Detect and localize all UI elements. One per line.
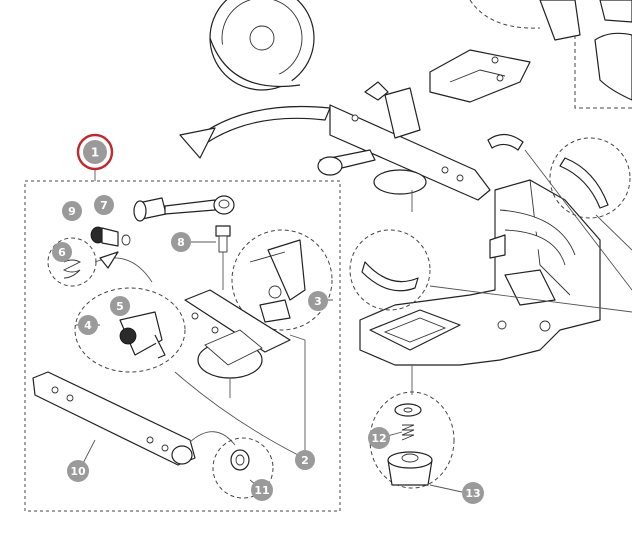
part-3-bracket [231, 229, 333, 331]
scale-detail [549, 137, 632, 251]
part-9-knob [90, 226, 131, 247]
callout-6-label: 6 [58, 246, 66, 259]
main-housing [359, 179, 601, 366]
assembly-boundary [24, 180, 341, 512]
callout-2[interactable]: 2 [295, 450, 315, 470]
curved-assembly-arrow [179, 105, 331, 159]
callout-1-selected[interactable]: 1 [76, 133, 114, 171]
callout-8-label: 8 [177, 236, 185, 249]
part-6-spring [47, 237, 153, 287]
part-4-5-clamp-block [74, 287, 186, 373]
callout-10[interactable]: 10 [67, 460, 89, 482]
callout-4-label: 4 [84, 319, 92, 332]
callout-4[interactable]: 4 [78, 315, 98, 335]
part-8-bolt [215, 225, 231, 290]
callout-5-label: 5 [116, 300, 124, 313]
guard-pieces [539, 0, 632, 101]
part-12-13-knob-assembly [369, 365, 463, 493]
callout-12[interactable]: 12 [368, 427, 390, 449]
part-2-clamp-base [174, 289, 299, 456]
top-bracket-plate [429, 49, 531, 103]
ring-segment [487, 133, 632, 291]
callout-12-label: 12 [371, 432, 386, 445]
callout-13[interactable]: 13 [462, 482, 484, 504]
grinding-wheel [209, 0, 315, 91]
callout-8[interactable]: 8 [171, 232, 216, 252]
callout-10-label: 10 [70, 465, 86, 478]
callout-5[interactable]: 5 [110, 296, 130, 316]
callout-1-label: 1 [91, 146, 99, 160]
callout-1-badge [83, 140, 107, 164]
callout-3-label: 3 [314, 295, 322, 308]
callout-11[interactable]: 11 [251, 479, 273, 501]
part-11-bushing [212, 437, 274, 499]
dashed-detail-top [469, 0, 541, 29]
gauge-detail [349, 229, 632, 313]
callout-13-label: 13 [465, 487, 480, 500]
callout-9[interactable]: 9 [62, 201, 82, 221]
callout-7-label: 7 [100, 199, 108, 212]
callout-3[interactable]: 3 [308, 291, 328, 311]
part-10-rail [32, 371, 236, 466]
top-assembled-clamp [317, 81, 491, 212]
callout-9-label: 9 [68, 205, 76, 218]
part-7-handle-lever [133, 195, 235, 222]
selection-ring [76, 133, 114, 171]
callout-11-label: 11 [254, 484, 269, 497]
callout-2-label: 2 [301, 454, 309, 467]
callout-6[interactable]: 6 [52, 242, 72, 262]
callout-7[interactable]: 7 [94, 195, 114, 215]
